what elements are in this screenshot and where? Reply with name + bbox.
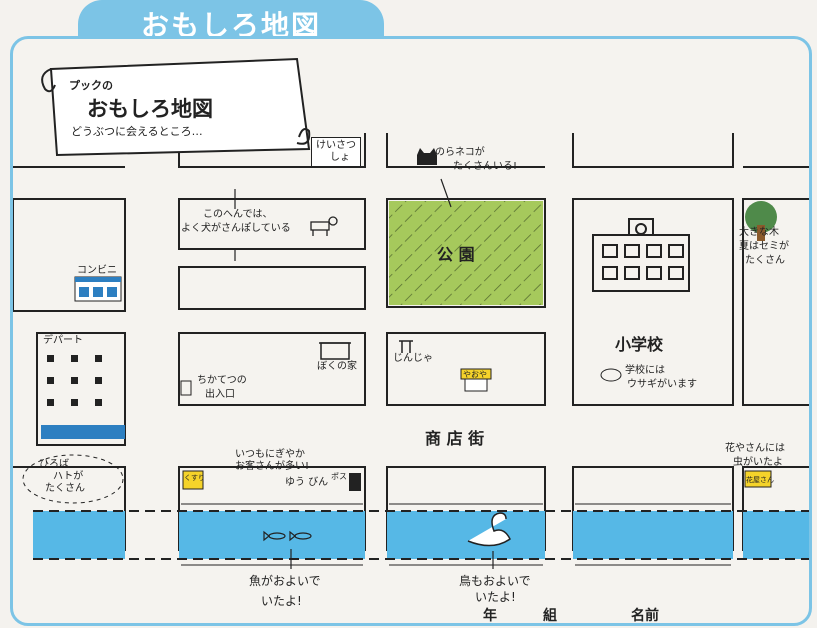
tree-note-2: 夏はセミが	[739, 241, 789, 252]
city-blocks	[13, 133, 809, 551]
police-label-2: しょ	[330, 152, 350, 163]
subway-note-1: ちかてつの	[197, 375, 247, 386]
block-home	[178, 332, 366, 406]
busy-note-1: いつもにぎやか	[235, 449, 305, 460]
florist-note-1: 花やさんには	[725, 443, 785, 454]
pharmacy-sign-icon	[182, 470, 204, 490]
pigeon-note-3: たくさん	[45, 483, 85, 494]
block-middle	[178, 266, 366, 310]
tree-icon	[745, 201, 777, 241]
fish-icon	[263, 530, 312, 542]
cat-icon	[417, 148, 437, 165]
footer-name-label: 名前	[631, 608, 659, 624]
subway-note-2: 出入口	[205, 389, 235, 400]
swan-icon	[467, 512, 511, 547]
block-konbini	[13, 198, 126, 312]
konbini-label: コンビニ	[77, 265, 117, 276]
plaza-area	[22, 454, 124, 504]
annotation-arrows	[234, 178, 494, 569]
dog-note-1: このへんでは、	[203, 209, 273, 220]
bird-note-1: 鳥もおよいで	[459, 574, 531, 588]
pigeon-note-2: ハトが	[53, 471, 84, 482]
bird-note-2: いたよ!	[475, 590, 516, 604]
florist-label: 花屋さん	[746, 476, 774, 484]
park-area	[389, 201, 543, 305]
scroll-banner	[41, 57, 311, 157]
busy-note-2: お客さんが多い!	[235, 461, 310, 472]
pharmacy-label: くすり	[184, 474, 205, 482]
block-school	[572, 198, 734, 406]
school-building-icon	[592, 218, 690, 292]
block-shrine	[386, 332, 546, 406]
map-frame: プックの おもしろ地図 どうぶつに会えるところ… けいさつ しょ のらネコが た…	[10, 36, 812, 626]
block-department	[36, 332, 126, 446]
house-icon	[319, 342, 351, 360]
konbini-icon	[74, 276, 122, 302]
cat-note-2: たくさんいる!	[453, 161, 518, 172]
post-label: ポスト	[331, 472, 355, 481]
police-sign: けいさつ しょ	[311, 137, 361, 167]
dog-note-2: よく犬がさんぽしている	[181, 223, 291, 234]
school-note-1: 学校には	[625, 365, 665, 376]
tree-note-3: たくさん	[745, 255, 785, 266]
river	[33, 503, 809, 566]
scroll-line-2: おもしろ地図	[87, 97, 213, 121]
department-label: デパート	[43, 335, 83, 346]
cat-note-1: のらネコが	[435, 147, 485, 158]
fish-note-2: いたよ!	[261, 594, 302, 608]
fish-note-1: 魚がおよいで	[249, 574, 321, 588]
shrine-gate-icon	[399, 340, 413, 353]
tree-note-1: 大きな木	[739, 227, 779, 238]
greengrocer-icon	[460, 368, 492, 392]
bank-label: ゆう びん	[285, 477, 329, 488]
scroll-line-3: どうぶつに会えるところ…	[71, 125, 203, 138]
school-note-2: ウサギがいます	[627, 379, 697, 390]
block-tree	[742, 198, 809, 406]
shopping-street-label: 商 店 街	[425, 429, 485, 448]
department-store-icon	[41, 355, 125, 439]
footer-group-label: 組	[543, 608, 557, 624]
police-label-1: けいさつ	[316, 140, 356, 151]
postbox-icon	[349, 473, 361, 491]
footer-year-label: 年	[483, 608, 497, 624]
shrine-label: じんじゃ	[393, 353, 433, 364]
home-label: ぼくの家	[317, 361, 357, 372]
block-dog	[178, 198, 366, 250]
block-park	[386, 198, 546, 308]
map-canvas	[13, 57, 809, 569]
dog-icon	[310, 216, 338, 236]
pigeon-note-1: ひろば	[39, 459, 69, 470]
florist-note-2: 虫がいたよ	[733, 457, 783, 468]
school-label: 小学校	[615, 335, 664, 354]
scroll-line-1: プックの	[69, 79, 113, 92]
florist-sign-icon	[744, 470, 772, 488]
park-label: 公 園	[437, 245, 475, 264]
subway-entrance-icon	[180, 380, 192, 396]
rabbit-icon	[600, 368, 622, 382]
greengrocer-label: やおや	[463, 370, 487, 379]
